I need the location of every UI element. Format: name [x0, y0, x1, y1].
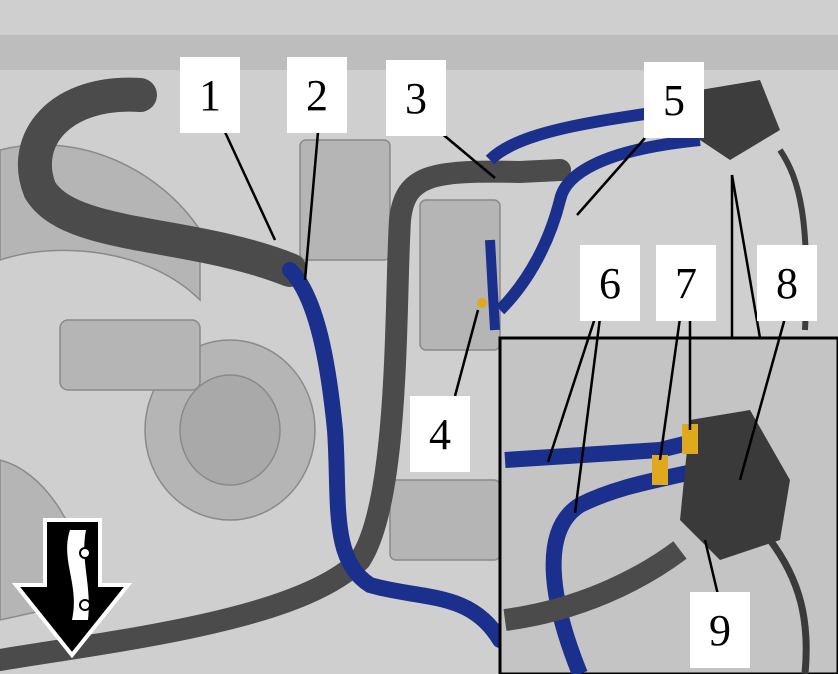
callout-1: 1 [180, 57, 240, 133]
callout-8: 8 [757, 245, 817, 321]
callout-6: 6 [580, 245, 640, 321]
front-direction-arrow-icon [11, 518, 133, 659]
callout-3: 3 [386, 60, 446, 136]
callout-4: 4 [410, 396, 470, 472]
callout-9: 9 [690, 592, 750, 668]
callout-2: 2 [287, 57, 347, 133]
detail-inset [498, 317, 838, 674]
callout-5: 5 [644, 62, 704, 138]
callout-7: 7 [656, 245, 716, 321]
